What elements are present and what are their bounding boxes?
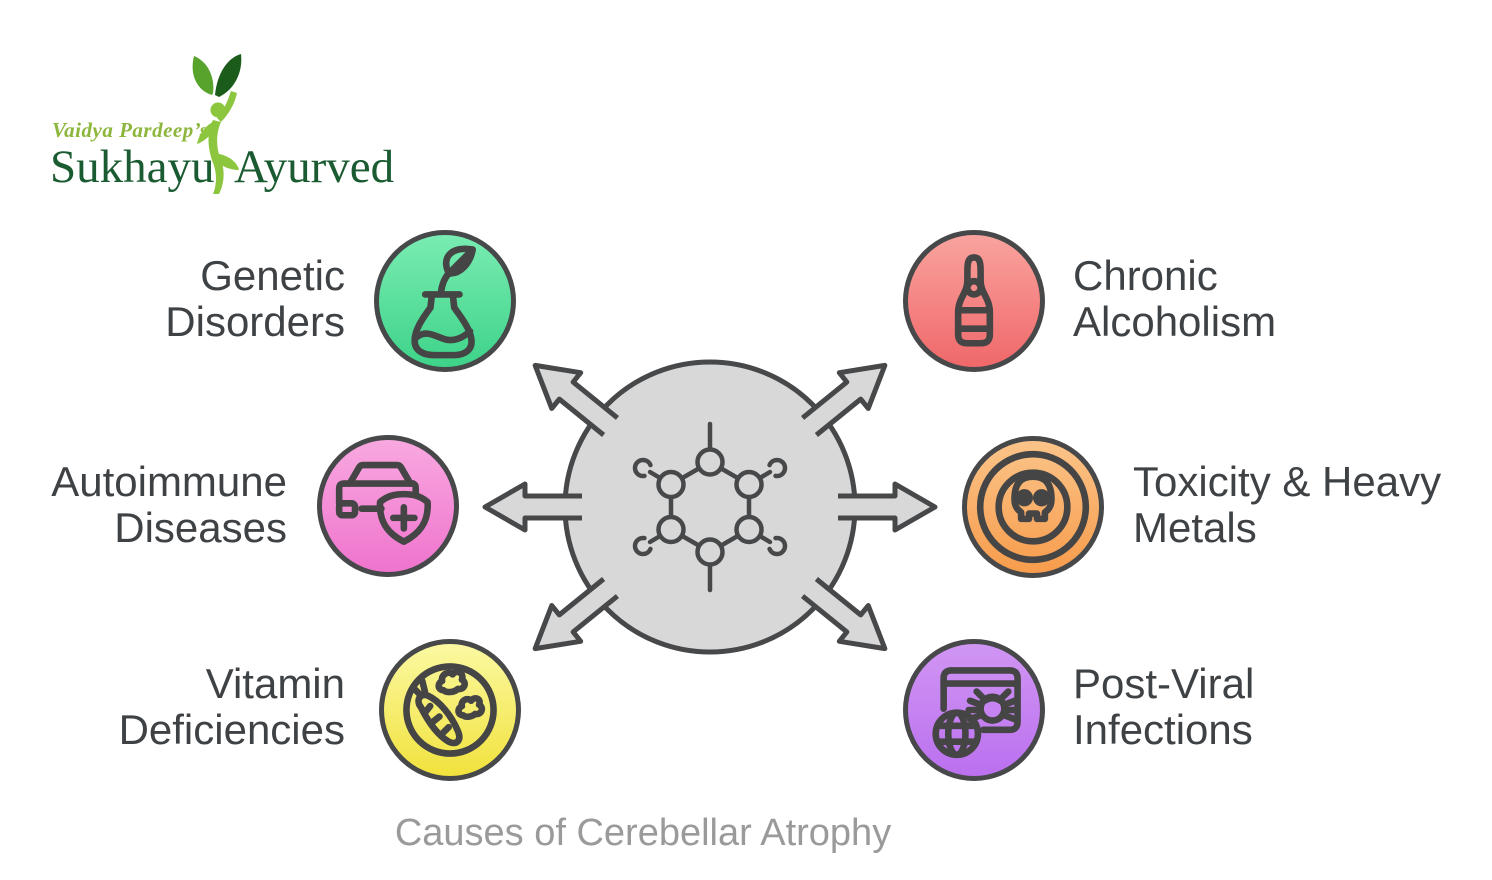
hub-arrow-right xyxy=(838,481,938,533)
label-line-1: Autoimmune xyxy=(51,458,287,505)
browser-bug-globe-icon xyxy=(932,667,1021,759)
node-toxicity-heavy-metals xyxy=(962,436,1104,578)
label-genetic-disorders: Genetic Disorders xyxy=(165,253,345,345)
logo-title-word2: Ayurved xyxy=(234,141,395,193)
label-autoimmune-diseases: Autoimmune Diseases xyxy=(51,459,287,551)
label-line-1: Chronic xyxy=(1073,252,1218,299)
hub-diagram xyxy=(482,359,938,655)
label-line-2: Diseases xyxy=(114,504,287,551)
label-line-1: Genetic xyxy=(200,252,345,299)
node-vitamin-deficiencies xyxy=(379,639,521,781)
hub-arrows xyxy=(482,362,938,652)
hub-circle xyxy=(562,359,858,655)
hub-arrow-left xyxy=(482,481,582,533)
label-line-2: Metals xyxy=(1133,504,1257,551)
label-line-1: Vitamin xyxy=(205,660,345,707)
node-chronic-alcoholism xyxy=(903,230,1045,372)
label-line-2: Infections xyxy=(1073,706,1253,753)
car-shield-icon xyxy=(335,461,431,545)
label-line-2: Alcoholism xyxy=(1073,298,1277,345)
flask-leaf-icon xyxy=(411,245,477,359)
molecule-icon xyxy=(632,421,788,593)
plate-vegetables-icon xyxy=(403,663,497,757)
diagram-title: Causes of Cerebellar Atrophy xyxy=(394,812,892,854)
label-toxicity-heavy-metals: Toxicity & Heavy Metals xyxy=(1133,459,1441,551)
node-genetic-disorders xyxy=(374,230,516,372)
hub-arrow-upper-left xyxy=(532,362,620,437)
wine-bottle-icon xyxy=(954,254,994,347)
node-post-viral-infections xyxy=(903,639,1045,781)
logo-pretitle: Vaidya Pardeep’s xyxy=(52,118,209,142)
label-line-2: Disorders xyxy=(165,298,345,345)
hub-arrow-lower-right xyxy=(800,577,888,652)
logo-title-word1: Sukhayu xyxy=(50,141,215,193)
hub-arrow-upper-right xyxy=(800,362,888,437)
node-autoimmune-diseases xyxy=(317,435,459,577)
label-vitamin-deficiencies: Vitamin Deficiencies xyxy=(119,661,345,753)
label-line-1: Post-Viral xyxy=(1073,660,1255,707)
label-post-viral-infections: Post-Viral Infections xyxy=(1073,661,1254,753)
leaf-figure-icon xyxy=(192,54,242,194)
label-chronic-alcoholism: Chronic Alcoholism xyxy=(1073,253,1276,345)
label-line-2: Deficiencies xyxy=(118,706,345,753)
skull-toxic-icon xyxy=(976,450,1090,564)
hub-arrow-lower-left xyxy=(532,577,620,652)
label-line-1: Toxicity & Heavy xyxy=(1133,458,1442,505)
